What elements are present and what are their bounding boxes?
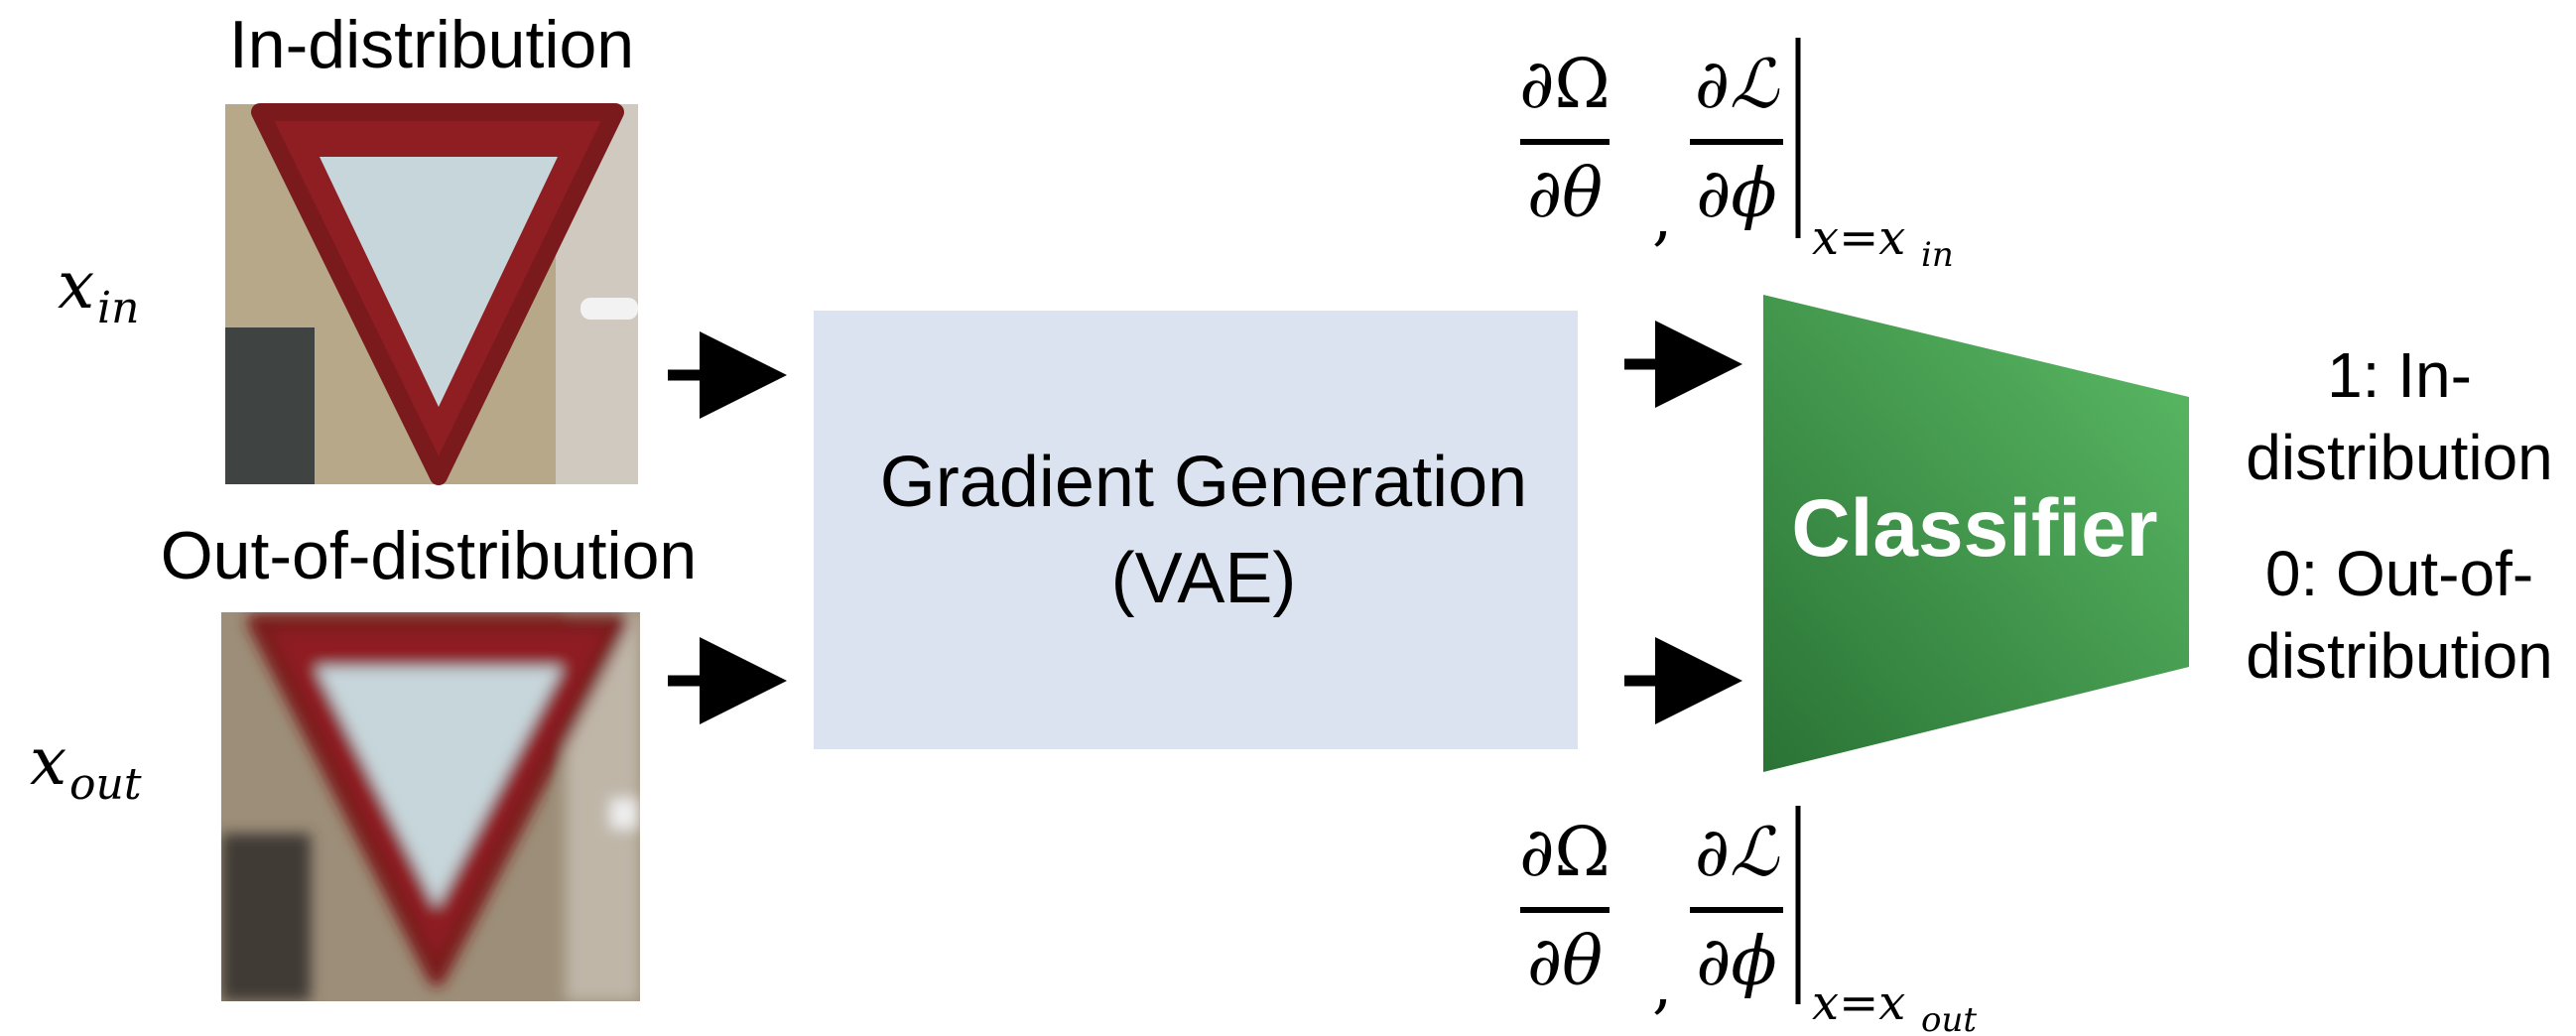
evaluation-condition: x=x <box>1812 210 1905 266</box>
classifier-label: Classifier <box>1791 483 2157 574</box>
vae-box-subtitle: (VAE) <box>1111 539 1297 618</box>
omega-numerator: ∂Ω <box>1519 46 1610 124</box>
loss-numerator: ∂ℒ <box>1695 814 1780 892</box>
comma: , <box>1652 181 1672 254</box>
phi-denominator: ∂ϕ <box>1696 155 1777 233</box>
loss-numerator: ∂ℒ <box>1695 46 1780 124</box>
vae-box <box>814 311 1578 749</box>
output-label-out-line2: distribution <box>2246 620 2553 692</box>
x-in-subscript: in <box>97 283 139 333</box>
classifier-trapezoid <box>1763 295 2189 772</box>
theta-denominator: ∂θ <box>1527 155 1603 233</box>
vae-box-title: Gradient Generation <box>880 443 1527 522</box>
gradient-formula-top: ∂Ω ∂θ , ∂ℒ ∂ϕ x=x in <box>1519 38 1954 275</box>
output-label-in-line1: 1: In- <box>2327 339 2472 411</box>
in-distribution-title: In-distribution <box>229 7 634 82</box>
output-label-in-line2: distribution <box>2246 422 2553 493</box>
evaluation-condition-subscript: out <box>1921 1000 1977 1036</box>
x-in-symbol: x <box>58 247 94 324</box>
out-of-distribution-image <box>221 612 640 1001</box>
theta-denominator: ∂θ <box>1527 923 1603 1001</box>
output-label-out-line1: 0: Out-of- <box>2265 538 2533 609</box>
evaluation-condition: x=x <box>1812 975 1905 1031</box>
in-distribution-image <box>225 103 638 485</box>
x-out-symbol: x <box>30 723 66 800</box>
omega-numerator: ∂Ω <box>1519 814 1610 892</box>
phi-denominator: ∂ϕ <box>1696 923 1777 1001</box>
x-out-subscript: out <box>69 759 142 810</box>
comma: , <box>1652 949 1672 1022</box>
gradient-formula-bottom: ∂Ω ∂θ , ∂ℒ ∂ϕ x=x out <box>1519 806 1977 1036</box>
evaluation-condition-subscript: in <box>1921 235 1954 275</box>
out-of-distribution-title: Out-of-distribution <box>161 518 697 593</box>
